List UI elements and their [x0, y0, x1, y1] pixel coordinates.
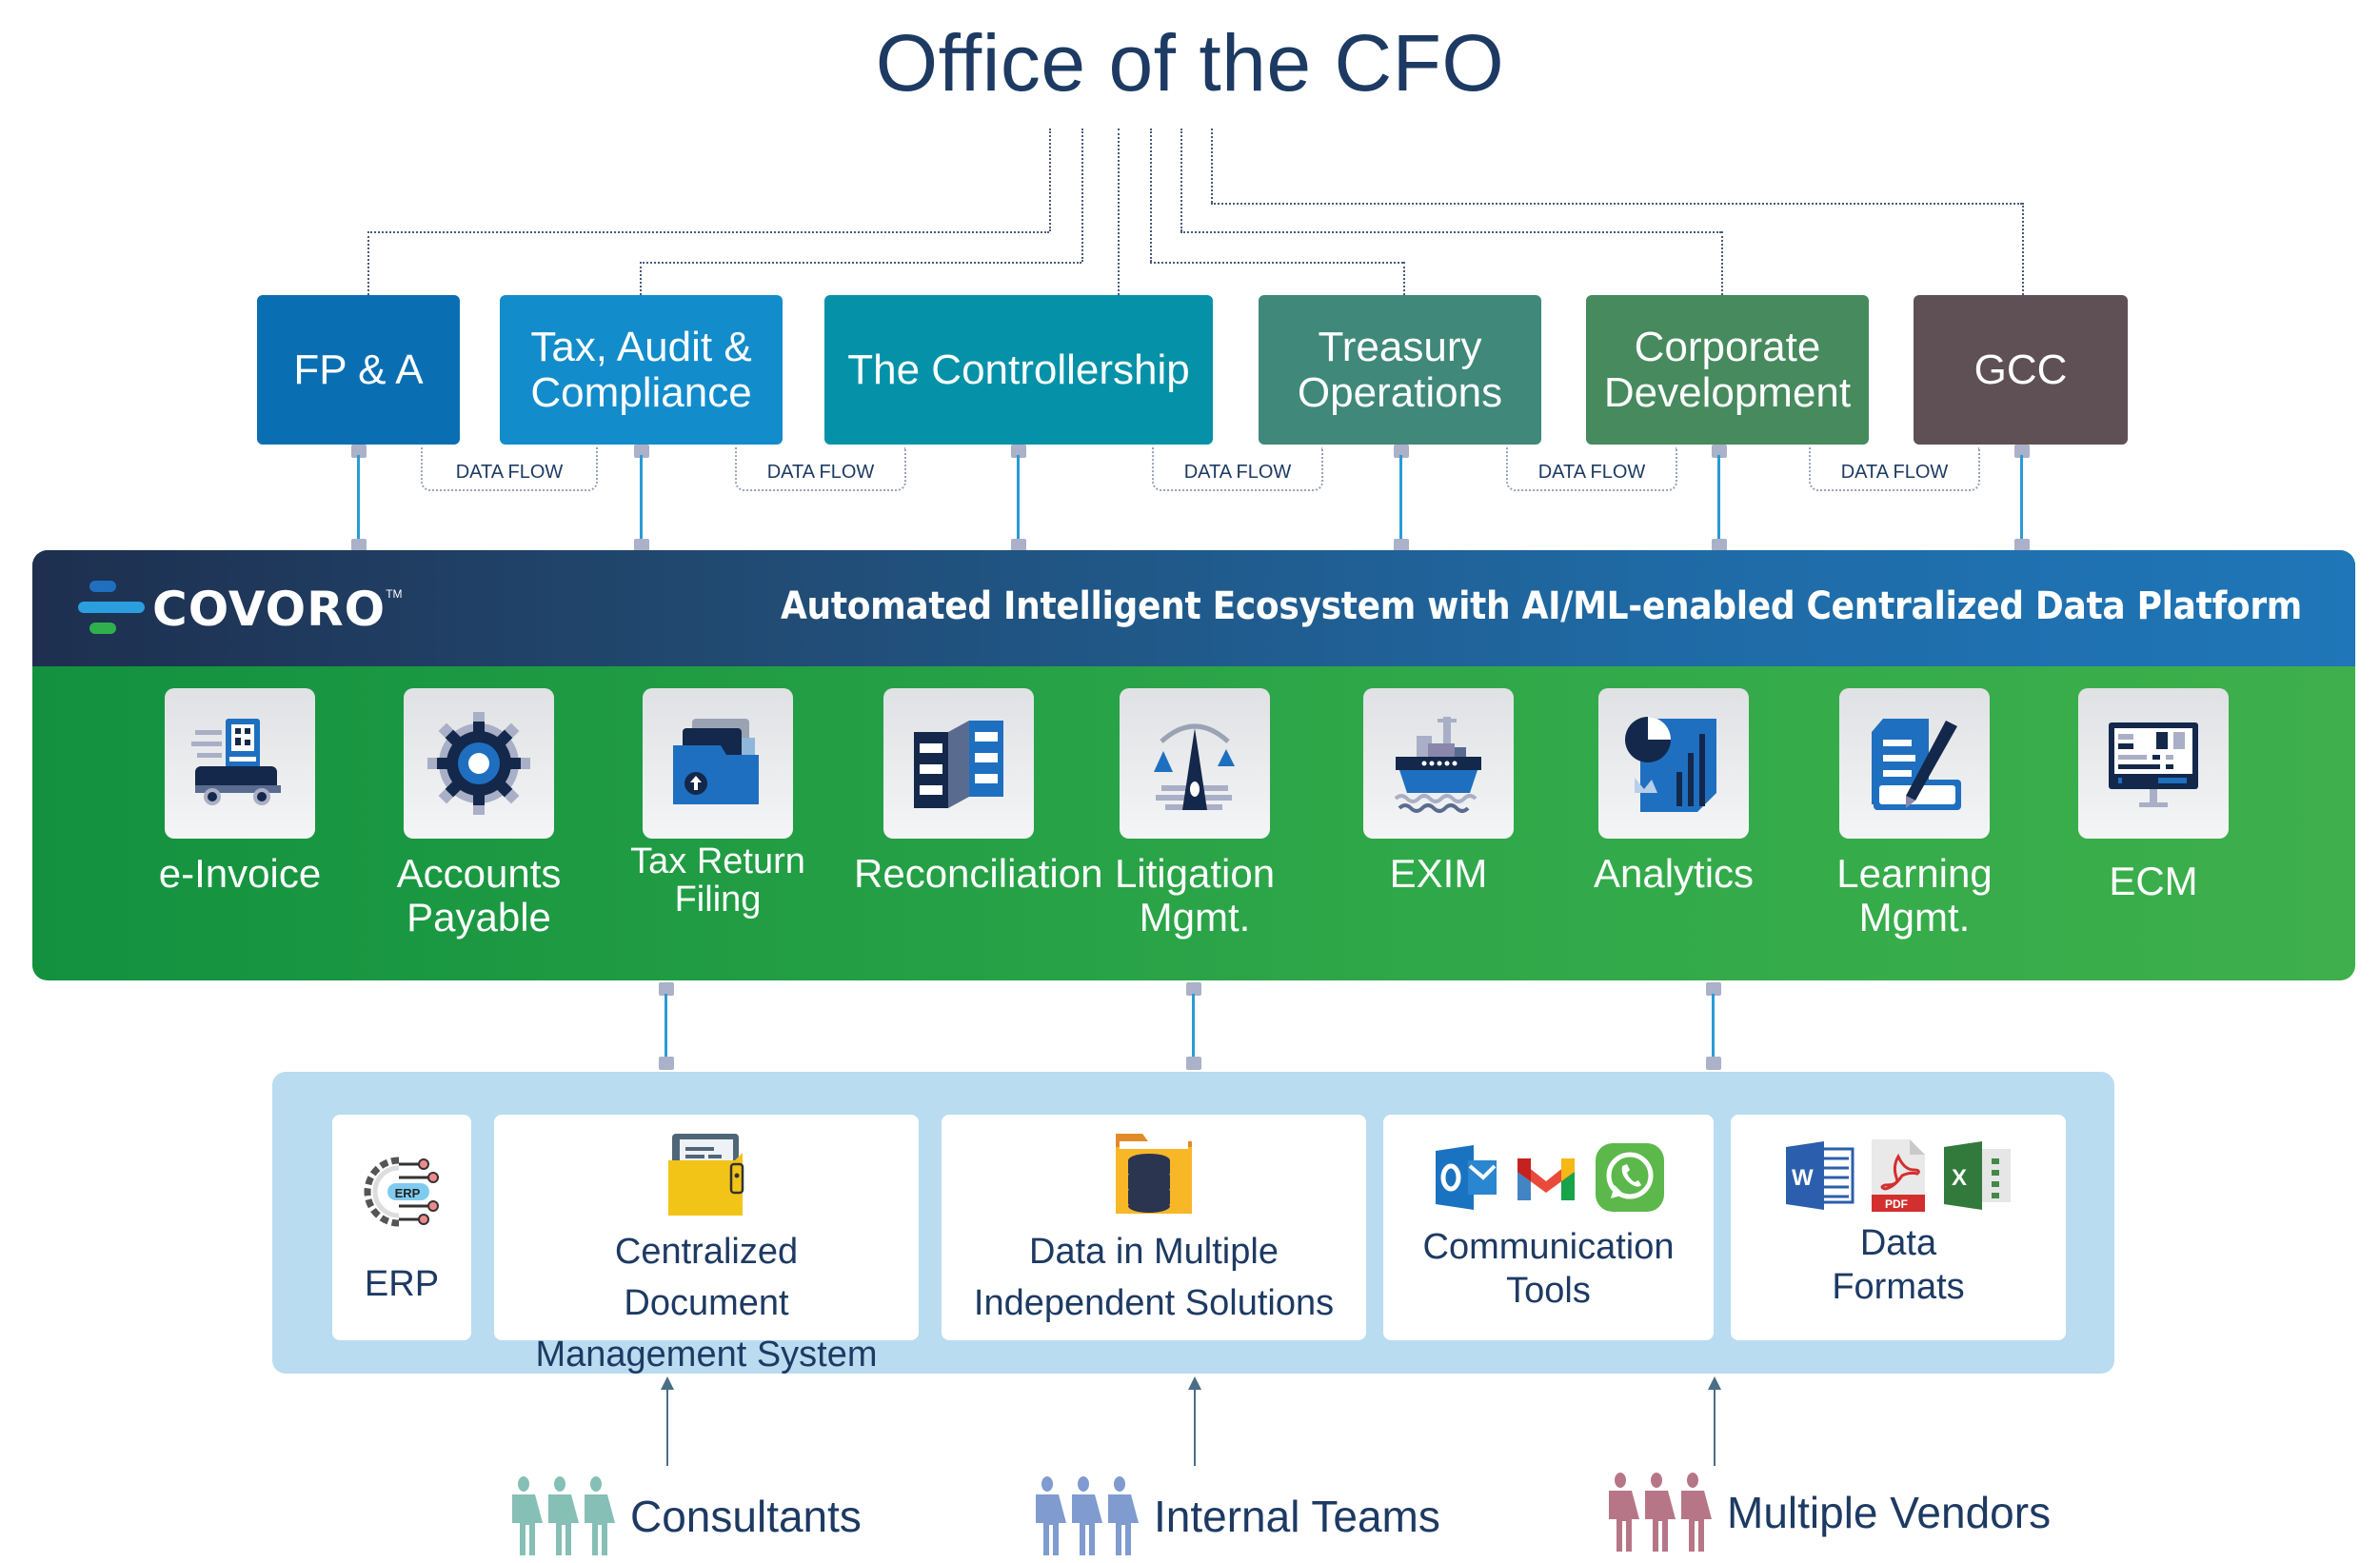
people-group-icon	[1599, 1472, 1712, 1553]
module-label: Accounts Payable	[396, 851, 562, 940]
people-group-icon	[1026, 1475, 1139, 1557]
function-label: GCC	[1973, 346, 2068, 393]
arrow-up-icon	[1708, 1376, 1721, 1466]
platform-tagline: Automated Intelligent Ecosystem with AI/…	[780, 584, 2302, 628]
source-card-multiple-solutions[interactable]: Data in Multiple Independent Solutions	[942, 1115, 1366, 1340]
word-icon: W	[1786, 1141, 1854, 1210]
source-label: Data in Multiple Independent Solutions	[973, 1232, 1335, 1323]
function-label: Treasury Operations	[1297, 323, 1503, 416]
module-label: Tax Return Filing	[630, 841, 805, 920]
module-exim[interactable]: EXIM	[1334, 688, 1543, 896]
source-card-communication-tools[interactable]: Communication Tools	[1383, 1115, 1714, 1340]
erp-gear-icon	[364, 1157, 439, 1227]
reconciliation-icon	[914, 721, 1003, 808]
function-gcc[interactable]: GCC	[1914, 295, 2128, 445]
function-controllership[interactable]: The Controllership	[824, 295, 1213, 445]
function-fp-and-a[interactable]: FP & A	[257, 295, 460, 445]
module-reconciliation[interactable]: Reconciliation	[854, 688, 1103, 896]
module-tax-return-filing[interactable]: Tax Return Filing	[613, 688, 823, 919]
e-invoice-truck-icon	[191, 719, 281, 805]
module-analytics[interactable]: Analytics	[1569, 688, 1778, 896]
module-label: Reconciliation	[854, 851, 1103, 896]
function-label: Tax, Audit & Compliance	[530, 323, 752, 416]
module-label: ECM	[2109, 859, 2198, 903]
stakeholder-label: Multiple Vendors	[1727, 1488, 2052, 1537]
module-label: Learning Mgmt.	[1836, 851, 1993, 940]
brand-name: COVORO	[152, 582, 387, 637]
covoro-platform-panel: COVORO TM Automated Intelligent Ecosyste…	[32, 550, 2355, 980]
gear-icon	[427, 712, 530, 815]
source-label: Data Formats	[1832, 1223, 1965, 1307]
pdf-badge: PDF	[1885, 1197, 1908, 1211]
function-treasury-operations[interactable]: Treasury Operations	[1259, 295, 1541, 445]
stakeholder-internal-teams: Internal Teams	[1026, 1475, 1440, 1557]
stakeholder-consultants: Consultants	[503, 1475, 862, 1557]
source-card-document-management[interactable]: Centralized Document Management System	[494, 1115, 919, 1375]
function-tax-audit-compliance[interactable]: Tax, Audit & Compliance	[500, 295, 783, 445]
source-label: ERP	[364, 1264, 440, 1304]
module-label: Analytics	[1593, 851, 1755, 896]
module-e-invoice[interactable]: e-Invoice	[135, 688, 345, 896]
module-label: Litigation Mgmt.	[1114, 851, 1276, 940]
excel-icon: X	[1944, 1141, 2011, 1210]
database-folder-icon	[1116, 1134, 1192, 1214]
function-label: FP & A	[293, 346, 424, 393]
svg-text:W: W	[1792, 1165, 1814, 1191]
whatsapp-icon	[1595, 1143, 1664, 1212]
stakeholder-multiple-vendors: Multiple Vendors	[1599, 1472, 2051, 1553]
arrow-up-icon	[1188, 1376, 1201, 1466]
module-learning-mgmt[interactable]: Learning Mgmt.	[1810, 688, 2019, 940]
module-label: EXIM	[1389, 851, 1488, 896]
folder-upload-icon	[673, 719, 759, 804]
platform-header: COVORO TM Automated Intelligent Ecosyste…	[32, 550, 2355, 666]
gmail-icon	[1517, 1158, 1575, 1200]
analytics-chart-icon	[1625, 717, 1716, 812]
page-title: Office of the CFO	[875, 18, 1505, 108]
trademark: TM	[386, 587, 403, 601]
data-flow-label: DATA FLOW	[1152, 447, 1323, 491]
function-corporate-development[interactable]: Corporate Development	[1586, 295, 1869, 445]
module-ecm[interactable]: ECM	[2049, 688, 2258, 903]
source-label: Communication Tools	[1422, 1227, 1675, 1311]
document-pen-icon	[1872, 719, 1961, 810]
monitor-icon	[2109, 722, 2198, 807]
source-card-erp[interactable]: ERP ERP	[332, 1115, 471, 1340]
svg-text:X: X	[1952, 1165, 1967, 1191]
arrow-up-icon	[661, 1376, 674, 1466]
module-litigation-mgmt[interactable]: Litigation Mgmt.	[1090, 688, 1299, 940]
data-flow-label: DATA FLOW	[1809, 447, 1980, 491]
stakeholder-label: Internal Teams	[1154, 1492, 1440, 1541]
data-sources-panel: ERP ERP Centralized Document Management …	[272, 1072, 2114, 1375]
erp-badge: ERP	[394, 1186, 421, 1200]
scales-icon	[1154, 723, 1235, 810]
module-accounts-payable[interactable]: Accounts Payable	[374, 688, 584, 940]
data-flow-label: DATA FLOW	[1506, 447, 1677, 491]
data-flow-label: DATA FLOW	[421, 447, 598, 491]
stakeholder-label: Consultants	[630, 1492, 862, 1541]
outlook-icon	[1435, 1145, 1497, 1210]
covoro-logo: COVORO TM	[78, 581, 403, 638]
source-label: Centralized Document Management System	[535, 1232, 878, 1375]
function-label: Corporate Development	[1603, 323, 1852, 416]
ship-icon	[1394, 717, 1481, 813]
module-label: e-Invoice	[158, 851, 322, 896]
function-label: The Controllership	[847, 346, 1190, 393]
people-group-icon	[503, 1475, 615, 1557]
source-card-data-formats[interactable]: W PDF X Data Formats	[1731, 1115, 2066, 1340]
pdf-icon: PDF	[1872, 1139, 1925, 1212]
covoro-logo-icon	[78, 581, 145, 638]
data-flow-label: DATA FLOW	[735, 447, 906, 491]
document-folder-icon	[668, 1134, 744, 1216]
